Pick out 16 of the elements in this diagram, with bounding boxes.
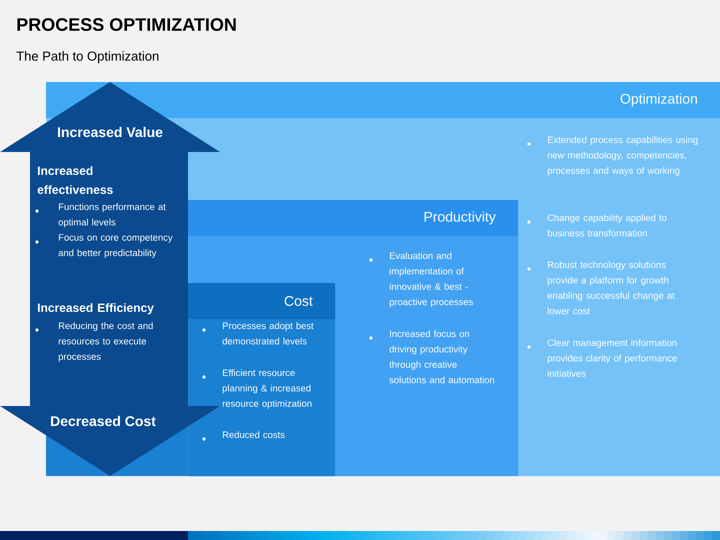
bullet-text: Increased focus on driving productivity through creative solutions and automation: [369, 330, 494, 384]
bullet-text: Evaluation and implementation of innovative & best - proactive processes: [369, 252, 473, 308]
bullet-text: Focus on core competency and better predictability: [35, 234, 173, 258]
bullet-text: Change capability applied to business transformation: [527, 214, 666, 236]
title: PROCESS OPTIMIZATION: [17, 18, 236, 31]
bullet-text: Efficient resource planning & increased resource optimization: [202, 369, 312, 409]
arrow-label: Decreased Cost: [51, 416, 156, 426]
subtitle: The Path to Optimization: [16, 51, 158, 64]
bullet-text: Reducing the cost and resources to execute processes: [35, 322, 153, 362]
arrow-label: Increased Value: [58, 126, 162, 138]
bullet-text: Clear management information provides clarity of performance initiatives: [527, 339, 677, 377]
bullet-text: Reduced costs: [202, 431, 285, 441]
section-heading: Increased effectiveness: [38, 166, 113, 194]
bullet-text: Extended process capabilities using new methodology, competencies, processes and ways of working: [527, 136, 698, 176]
bullet-text: Robust technology solutions provide a platform for growth enabling successful change at lower cost: [527, 261, 675, 314]
bullet-text: Processes adopt best demonstrated levels: [202, 322, 314, 344]
